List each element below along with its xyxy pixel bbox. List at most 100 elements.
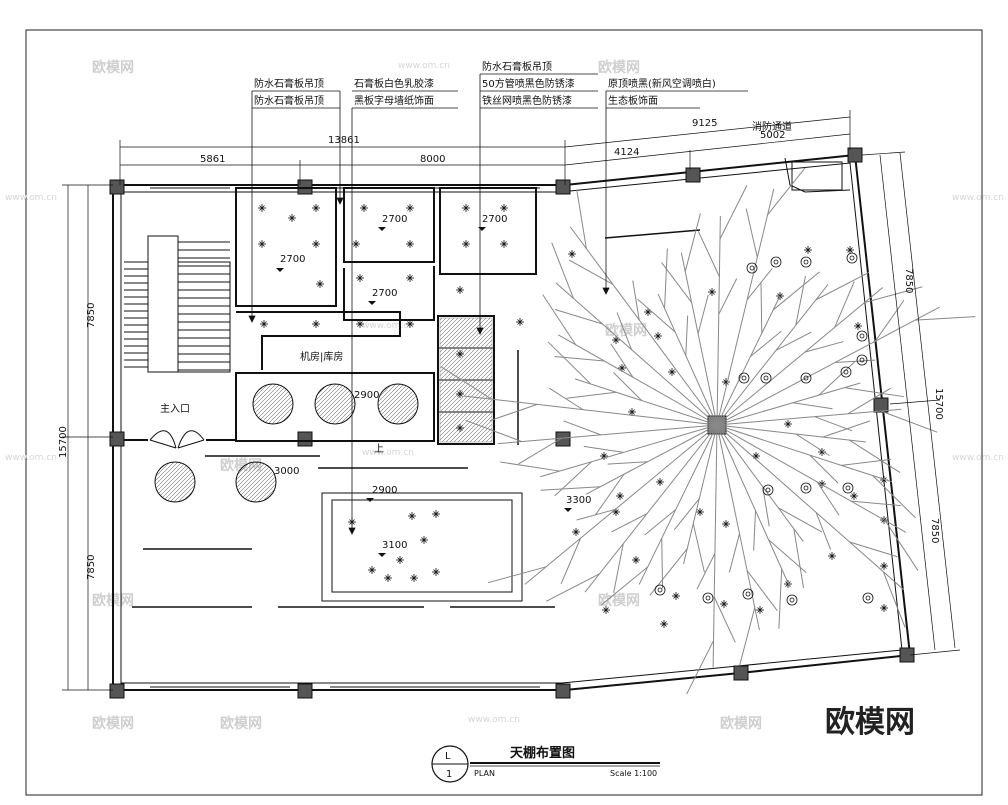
dimension-value: 9125: [692, 118, 717, 129]
branch-line: [804, 341, 844, 353]
spot-light: [660, 620, 668, 628]
branch-line: [712, 424, 718, 668]
dimension-text: 13861 5861 8000 9125 4124 5002 7850 1570…: [58, 118, 944, 580]
spot-light: [654, 332, 662, 340]
branch-line: [612, 372, 643, 401]
watermark-text: 欧模网: [92, 715, 134, 732]
branch-line: [834, 281, 855, 328]
dimension-value: 7850: [86, 303, 97, 328]
spot-light: [288, 214, 296, 222]
spot-light: [516, 318, 524, 326]
spot-light: [804, 246, 812, 254]
spot-light: [880, 604, 888, 612]
fire-exit-label: 消防通道: [752, 120, 792, 133]
branch-line: [613, 543, 624, 593]
branch-line: [686, 640, 714, 695]
spot-light: [456, 390, 464, 398]
branch-line: [697, 294, 709, 334]
branch-line: [697, 231, 720, 277]
spot-light: [352, 240, 360, 248]
branch-line: [637, 298, 676, 333]
branch-line: [718, 278, 738, 315]
ceiling-spot-lights: [258, 204, 888, 628]
dimension-value: 5002: [760, 130, 785, 141]
spot-light: [312, 240, 320, 248]
spot-light: [462, 240, 470, 248]
spot-light: [818, 448, 826, 456]
callout-text: 原顶喷黑(新风空调喷白): [608, 77, 716, 90]
downlight: [800, 372, 812, 384]
spot-light: [846, 246, 854, 254]
branch-line: [864, 286, 923, 304]
branch-line: [649, 548, 688, 596]
branch-line: [815, 271, 870, 301]
branch-line: [874, 300, 905, 342]
ceiling-height: 3300: [566, 495, 591, 506]
branch-line: [465, 419, 523, 443]
stair-up-label: 上: [374, 443, 384, 455]
downlight: [702, 592, 714, 604]
drawing-title: 天棚布置图: [510, 745, 575, 761]
spot-light: [632, 556, 640, 564]
spot-light: [432, 510, 440, 518]
spot-light: [628, 408, 636, 416]
ceiling-heights: 2700 2700 2700 2700 2900 3000 2900 3100 …: [274, 214, 591, 557]
spot-light: [406, 204, 414, 212]
branch-line: [716, 424, 907, 533]
branch-line: [583, 445, 624, 453]
spot-light: [456, 424, 464, 432]
branch-line: [661, 538, 664, 589]
branch-line: [554, 461, 592, 497]
branch-line: [545, 573, 600, 602]
branch-line: [683, 424, 718, 565]
branch-line: [594, 473, 625, 516]
outer-walls: [112, 153, 912, 691]
branch-line: [716, 424, 791, 587]
watermark-text: 欧模网: [598, 592, 640, 609]
spot-light: [818, 480, 826, 488]
callout-text: 防水石膏板吊顶: [482, 60, 552, 73]
spot-light: [462, 204, 470, 212]
callout-text: 铁丝网喷黑色防锈漆: [482, 94, 572, 107]
branch-line: [814, 416, 853, 432]
watermark-text: 欧模网: [220, 715, 262, 732]
branch-line: [524, 424, 718, 585]
branch-line: [657, 293, 718, 426]
branch-line: [816, 481, 840, 516]
branch-line: [489, 403, 538, 422]
branch-line: [554, 356, 605, 362]
downlight: [856, 330, 868, 342]
watermark-url: www.om.cn: [5, 193, 57, 203]
branch-line: [716, 284, 829, 426]
drawing-ref-number: 1: [446, 769, 452, 780]
branch-line: [696, 553, 716, 590]
callout-text: 石膏板白色乳胶漆: [354, 77, 434, 90]
callout-text: 50方管喷黑色防锈漆: [482, 77, 575, 90]
watermark-text: 欧模网: [605, 322, 647, 339]
branch-line: [673, 498, 700, 531]
branch-line: [585, 424, 718, 495]
watermark-url: www.om.cn: [362, 448, 414, 458]
ceiling-height: 2700: [372, 288, 397, 299]
branch-line: [500, 461, 560, 472]
plan-label: PLAN: [474, 769, 495, 778]
downlight: [760, 372, 772, 384]
branch-line: [569, 226, 718, 426]
downlight: [800, 256, 812, 268]
staircase: [124, 235, 231, 373]
branch-line: [915, 316, 976, 321]
branch-line: [547, 341, 592, 385]
branch-line: [542, 294, 577, 346]
branch-line: [601, 566, 649, 606]
branch-line: [750, 330, 782, 357]
room-labels: 机房|库房 主入口 消防通道 上: [160, 120, 792, 455]
branch-line: [746, 268, 773, 301]
downlight: [800, 482, 812, 494]
branch-line: [576, 189, 587, 249]
spot-light: [850, 492, 858, 500]
spot-light: [784, 420, 792, 428]
dimension-value: 13861: [328, 135, 360, 146]
watermark-url: www.om.cn: [468, 715, 520, 725]
branch-line: [548, 387, 584, 411]
main-entrance-door: [149, 430, 205, 449]
